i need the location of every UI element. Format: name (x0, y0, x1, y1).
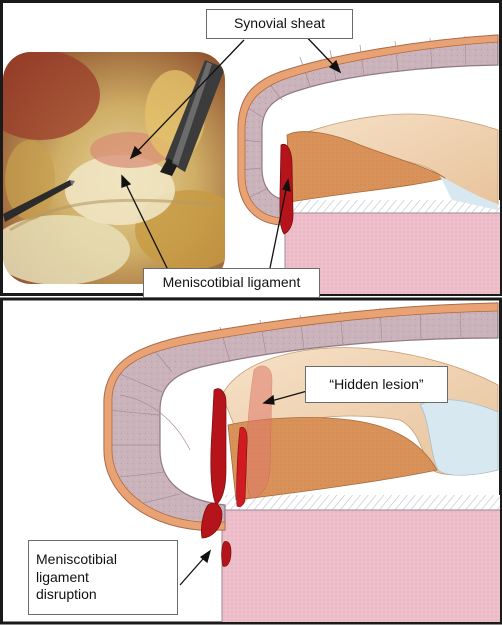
meniscotibial-ligament-label: Meniscotibial ligament (143, 268, 320, 298)
bottom-diagram (103, 302, 500, 622)
hidden-lesion-label: “Hidden lesion” (305, 366, 448, 403)
ligament-tear (236, 427, 248, 507)
joint-space-lower (419, 399, 499, 476)
hidden-lesion-text: “Hidden lesion” (329, 375, 424, 392)
ligament-disruption-text: Meniscotibial ligament disruption (36, 551, 117, 603)
synovial-sheath-text: Synovial sheat (233, 15, 326, 32)
synovial-sheath-label: Synovial sheat (206, 9, 353, 39)
meniscus-wedge-lower (227, 417, 438, 501)
meniscotibial-ligament-text: Meniscotibial ligament (162, 274, 301, 291)
ligament-upper (210, 388, 227, 506)
tibia-bone-lower (221, 509, 500, 622)
arthroscopy-photo (3, 52, 225, 284)
ligament-disruption-label: Meniscotibial ligament disruption (28, 540, 178, 615)
ligament-stump (201, 502, 223, 539)
ligament-fragment (221, 541, 232, 567)
joint-space (440, 176, 498, 210)
tibia-bone (284, 212, 500, 294)
hidden-lesion-area (246, 365, 273, 499)
synovium-lower (103, 302, 499, 531)
top-diagram (237, 34, 500, 294)
meniscus-wedge (286, 131, 446, 203)
